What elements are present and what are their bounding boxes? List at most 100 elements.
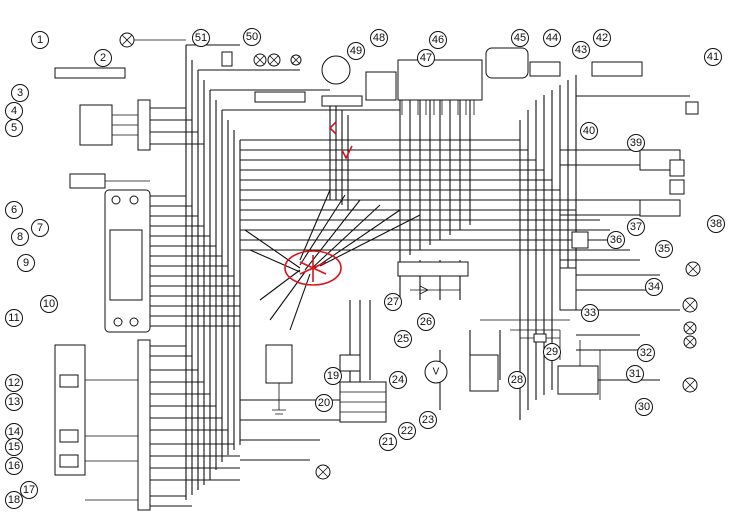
callout-22: 22: [398, 422, 416, 440]
callout-40: 40: [580, 122, 598, 140]
callout-label: 6: [11, 204, 17, 216]
callout-label: 49: [350, 45, 362, 57]
callout-43: 43: [572, 41, 590, 59]
callout-label: 22: [401, 425, 413, 437]
relay-25: [469, 354, 499, 392]
callout-label: 51: [195, 32, 207, 44]
callout-26: 26: [417, 313, 435, 331]
callout-label: 1: [37, 34, 43, 46]
callout-19: 19: [324, 367, 342, 385]
callout-36: 36: [607, 231, 625, 249]
callout-label: 28: [511, 374, 523, 386]
relay-48: [365, 71, 397, 101]
callout-label: 3: [17, 87, 23, 99]
connector-4-5: [137, 99, 151, 151]
connector-left-strip: [137, 339, 151, 511]
callout-label: 43: [575, 44, 587, 56]
callout-label: 14: [8, 426, 20, 438]
callout-14: 14: [5, 423, 23, 441]
callout-label: 35: [658, 243, 670, 255]
callout-label: 16: [8, 460, 20, 472]
callout-1: 1: [31, 31, 49, 49]
switch-block-4-5: [79, 104, 113, 146]
callout-33: 33: [581, 304, 599, 322]
callout-label: 7: [37, 222, 43, 234]
callout-32: 32: [637, 344, 655, 362]
callout-label: 12: [8, 377, 20, 389]
callout-label: 23: [422, 414, 434, 426]
svg-text:V: V: [433, 367, 440, 378]
callout-label: 37: [630, 221, 642, 233]
callout-2: 2: [94, 49, 112, 67]
callout-7: 7: [31, 219, 49, 237]
connector-2: [54, 67, 126, 79]
callout-42: 42: [593, 29, 611, 47]
connector-43: [591, 61, 643, 77]
callout-11: 11: [5, 309, 23, 327]
callout-label: 13: [8, 396, 20, 408]
ignition-module-45: [485, 47, 529, 79]
horn-49-icon: [321, 55, 351, 85]
callout-label: 47: [420, 52, 432, 64]
callout-label: 45: [514, 32, 526, 44]
callout-label: 24: [392, 374, 404, 386]
callout-49: 49: [347, 42, 365, 60]
callout-label: 9: [23, 257, 29, 269]
callout-23: 23: [419, 411, 437, 429]
red-star-mark: [299, 255, 327, 282]
callout-16: 16: [5, 457, 23, 475]
component-6: [69, 173, 106, 189]
callout-4: 4: [5, 102, 23, 120]
components: V: [54, 32, 701, 511]
callout-label: 11: [8, 312, 19, 324]
plug-51: [221, 51, 233, 67]
callout-21: 21: [379, 433, 397, 451]
callout-label: 40: [583, 125, 595, 137]
callout-45: 45: [511, 29, 529, 47]
red-up-arrow: [328, 121, 337, 135]
callout-6: 6: [5, 201, 23, 219]
callout-18: 18: [5, 491, 23, 509]
callout-label: 8: [17, 231, 23, 243]
callout-31: 31: [626, 365, 644, 383]
callout-29: 29: [543, 343, 561, 361]
callout-label: 50: [246, 31, 258, 43]
control-unit-46: [397, 59, 483, 101]
callout-30: 30: [635, 398, 653, 416]
red-annotations: [284, 121, 353, 286]
callout-label: 17: [23, 484, 35, 496]
callout-35: 35: [655, 240, 673, 258]
callout-label: 2: [100, 52, 106, 64]
callout-25: 25: [394, 330, 412, 348]
component-38: [669, 179, 685, 195]
coil-44: [529, 61, 561, 77]
callout-label: 26: [420, 316, 432, 328]
component-41: [685, 101, 699, 115]
callout-label: 31: [629, 368, 641, 380]
callout-markers: 1234567891011121314151617181920212223242…: [5, 28, 725, 509]
connector-37: [639, 199, 681, 217]
callout-13: 13: [5, 393, 23, 411]
wire-harness: [150, 44, 690, 507]
component-19: [339, 354, 361, 372]
connector-33: [559, 267, 577, 311]
callout-46: 46: [429, 31, 447, 49]
red-circle-mark: [284, 250, 342, 286]
callout-24: 24: [389, 371, 407, 389]
callout-label: 4: [11, 105, 17, 117]
callout-9: 9: [17, 254, 35, 272]
callout-label: 33: [584, 307, 596, 319]
callout-label: 29: [546, 346, 558, 358]
callout-50: 50: [243, 28, 261, 46]
callout-label: 20: [318, 397, 330, 409]
starter-motor-24-icon: [424, 360, 448, 384]
component-20: [265, 344, 293, 384]
callout-15: 15: [5, 438, 23, 456]
callout-label: 38: [710, 218, 722, 230]
callout-51: 51: [192, 29, 210, 47]
callout-label: 44: [546, 32, 558, 44]
callout-label: 48: [373, 32, 385, 44]
callout-34: 34: [645, 278, 663, 296]
callout-27: 27: [384, 293, 402, 311]
